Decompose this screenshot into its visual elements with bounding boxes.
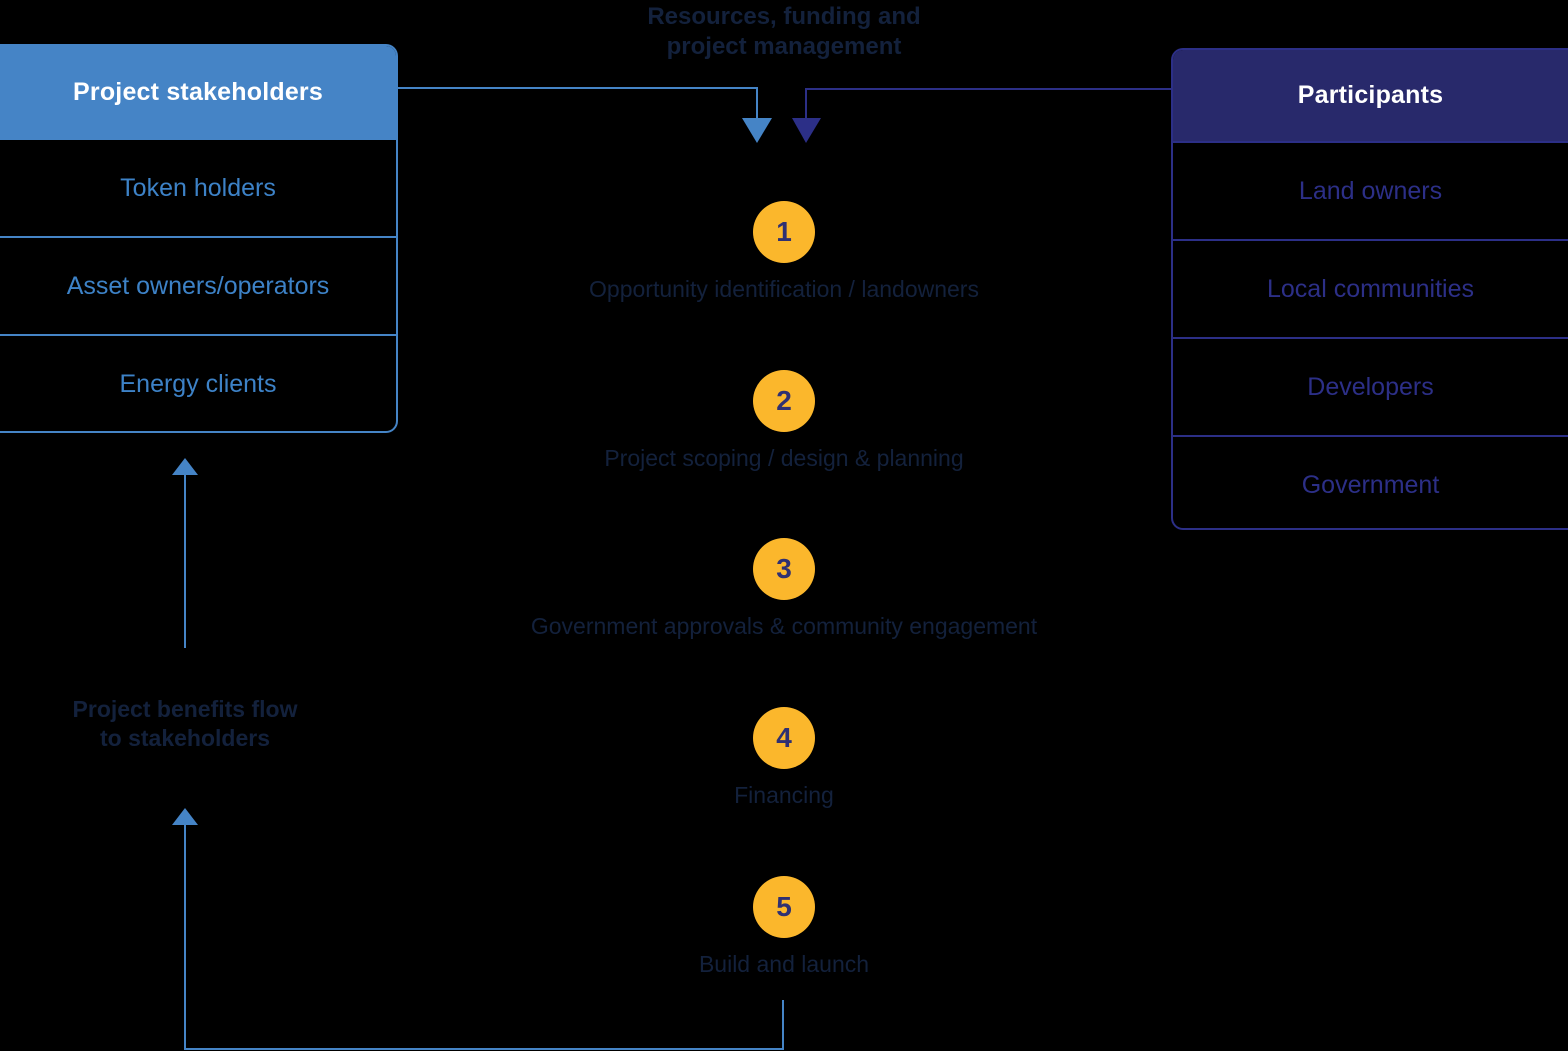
step-5-label: Build and launch bbox=[698, 951, 870, 977]
participant-row-developers[interactable]: Developers bbox=[1173, 337, 1568, 435]
panel-participants-header: Participants bbox=[1173, 50, 1568, 141]
stakeholder-row-token-holders[interactable]: Token holders bbox=[0, 138, 396, 236]
step-5-badge: 5 bbox=[753, 876, 815, 938]
step-4-label: Financing bbox=[734, 782, 834, 808]
step-2-label: Project scoping / design & planning bbox=[604, 445, 964, 471]
arrow-stakeholders-to-steps bbox=[398, 87, 772, 143]
step-3[interactable]: 3 Government approvals & community engag… bbox=[0, 538, 1568, 640]
step-1-badge: 1 bbox=[753, 201, 815, 263]
step-5[interactable]: 5 Build and launch bbox=[0, 876, 1568, 978]
step-1-label: Opportunity identification / landowners bbox=[589, 276, 979, 302]
panel-project-stakeholders: Project stakeholders Token holders Asset… bbox=[0, 44, 398, 433]
participant-row-local-communities[interactable]: Local communities bbox=[1173, 239, 1568, 337]
step-3-label: Government approvals & community engagem… bbox=[530, 613, 1038, 639]
panel-participants: Participants Land owners Local communiti… bbox=[1171, 48, 1568, 530]
step-4[interactable]: 4 Financing bbox=[0, 707, 1568, 809]
step-2[interactable]: 2 Project scoping / design & planning bbox=[0, 370, 1568, 472]
stakeholder-row-asset-owners[interactable]: Asset owners/operators bbox=[0, 236, 396, 334]
stakeholder-row-energy-clients[interactable]: Energy clients bbox=[0, 334, 396, 431]
arrow-participants-to-steps bbox=[792, 88, 1171, 143]
resources-funding-caption: Resources, funding and project managemen… bbox=[647, 3, 921, 60]
step-4-badge: 4 bbox=[753, 707, 815, 769]
participant-row-government[interactable]: Government bbox=[1173, 435, 1568, 528]
step-1[interactable]: 1 Opportunity identification / landowner… bbox=[0, 201, 1568, 303]
panel-stakeholders-header: Project stakeholders bbox=[0, 46, 396, 138]
step-3-badge: 3 bbox=[753, 538, 815, 600]
project-benefits-caption: Project benefits flow to stakeholders bbox=[72, 696, 298, 751]
step-2-badge: 2 bbox=[753, 370, 815, 432]
participant-row-land-owners[interactable]: Land owners bbox=[1173, 141, 1568, 239]
